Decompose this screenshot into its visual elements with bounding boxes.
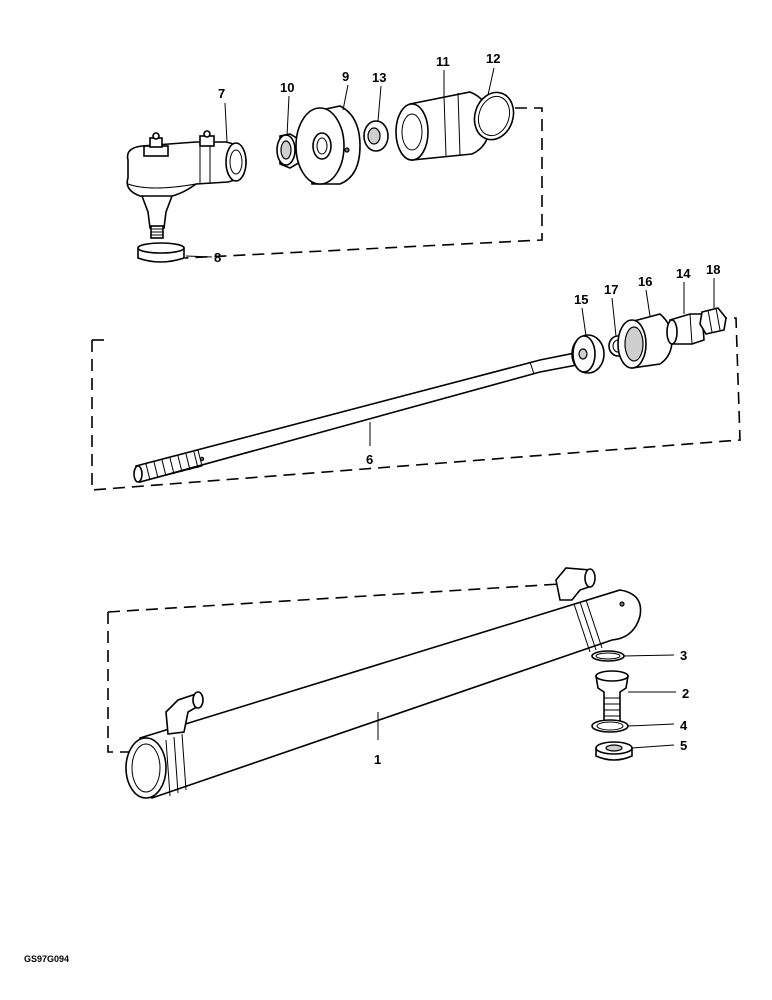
part-11-gland (395, 91, 491, 161)
label-part-17: 17 (604, 282, 618, 297)
middle-dashed-guide (91, 317, 741, 491)
part-9-piston (295, 105, 361, 185)
label-part-7: 7 (218, 86, 225, 101)
part-15-disc (571, 334, 605, 374)
label-part-1: 1 (374, 752, 381, 767)
label-part-11: 11 (436, 54, 450, 69)
label-part-18: 18 (706, 262, 720, 277)
part-3-snap-ring (591, 650, 625, 662)
part-13-washer (363, 120, 389, 152)
part-12-o-ring (473, 91, 515, 141)
top-assembly-group (126, 67, 543, 263)
label-part-16: 16 (638, 274, 652, 289)
part-16-bushing (617, 313, 673, 369)
part-14-fitting (666, 313, 705, 345)
bottom-dashed-guide (107, 583, 561, 753)
label-part-3: 3 (680, 648, 687, 663)
part-7-tie-rod-end (126, 130, 247, 239)
part-8-nut (137, 242, 185, 263)
label-part-8: 8 (214, 250, 221, 265)
part-6-piston-rod (133, 351, 583, 483)
label-part-15: 15 (574, 292, 588, 307)
label-part-4: 4 (680, 718, 688, 733)
part-4-ring (591, 719, 629, 733)
middle-assembly-group (91, 278, 741, 491)
label-part-5: 5 (680, 738, 687, 753)
figure-code: GS97G094 (24, 954, 69, 964)
part-2-bushing (595, 670, 629, 723)
label-part-13: 13 (372, 70, 386, 85)
label-part-6: 6 (366, 452, 373, 467)
bottom-assembly-group (107, 567, 676, 800)
label-part-2: 2 (682, 686, 689, 701)
label-part-10: 10 (280, 80, 294, 95)
label-part-12: 12 (486, 51, 500, 66)
part-10-seal (276, 133, 301, 169)
label-part-14: 14 (676, 266, 691, 281)
part-5-washer (595, 741, 633, 761)
part-18-plug (699, 307, 727, 335)
part-1-cylinder-barrel (125, 567, 642, 800)
label-part-9: 9 (342, 69, 349, 84)
